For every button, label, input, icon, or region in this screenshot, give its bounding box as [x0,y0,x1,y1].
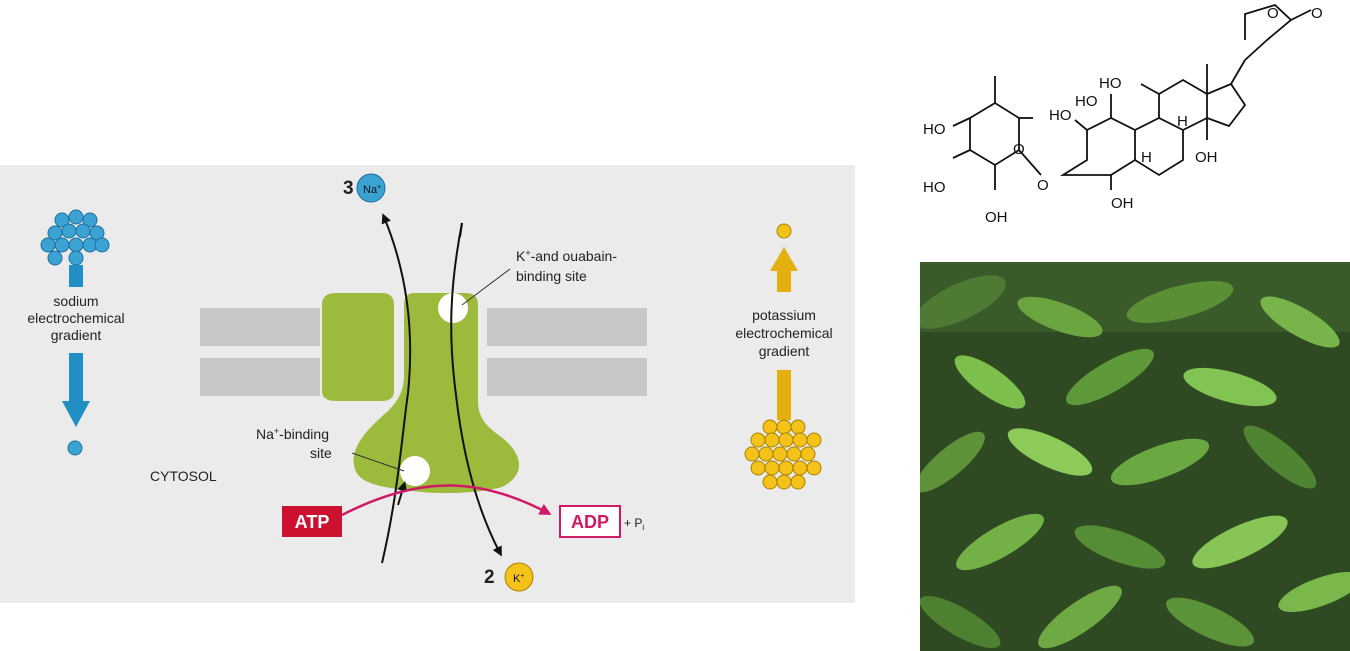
atom-o-carbonyl: O [1311,5,1323,22]
na-ion-symbol: Na+ [363,184,381,196]
na-binding-site-leader [351,452,405,472]
potassium-gradient-label-line3: gradient [759,343,810,359]
cell-membrane [200,308,647,396]
potassium-ion-cluster [744,419,822,490]
na-binding-site-label-line2: site [310,445,332,461]
sodium-gradient-down-arrow [62,353,90,427]
atp-label: ATP [295,512,330,532]
sodium-transport-arrow [381,213,412,564]
k-binding-site-label-line2: binding site [516,268,587,284]
structure-bonds [952,3,1312,190]
atom-ho-2: HO [923,179,946,196]
atom-oh-3: OH [1195,149,1218,166]
potassium-gradient-up-arrow [770,247,798,292]
pump-diagram-svg: sodium electrochemical gradient 3 Na+ 2 … [27,173,833,592]
potassium-gradient-label-line1: potassium [752,307,816,323]
na-ion-circle [356,173,386,203]
na-count: 3 [343,178,354,199]
k-count: 2 [484,567,495,588]
plant-photo [920,262,1350,651]
potassium-gradient-label-line2: electrochemical [735,325,832,341]
ouabain-chemical-structure: HO HO HO HO HO OH OH OH H H O O O O [923,3,1323,226]
cytosol-label: CYTOSOL [150,468,217,484]
sodium-gradient-label-line3: gradient [51,327,102,343]
na-binding-site [400,456,430,486]
k-ion-circle [504,562,534,592]
sodium-gradient-arrow-shaft-top [69,265,83,287]
pump-protein-main-subunit [353,293,520,494]
potassium-ion-single [776,223,792,239]
atom-o-link: O [1037,177,1049,194]
atp-box [282,506,342,537]
atom-oh-2: OH [1111,195,1134,212]
potassium-transport-arrow [450,222,502,557]
atom-ho-5: HO [1099,75,1122,92]
k-ouabain-binding-site [438,293,468,323]
atom-ho-3: HO [1049,107,1072,124]
atom-h-1: H [1177,113,1188,130]
pump-protein-left-subunit [322,293,394,401]
sodium-ion-cluster [40,209,110,266]
adp-label: ADP [571,512,609,532]
pi-label: + Pi [624,516,644,532]
foliage [920,275,1350,649]
na-entry-arrow [397,481,408,506]
atom-h-2: H [1141,149,1152,166]
atom-ho-1: HO [923,121,946,138]
potassium-gradient-arrow-shaft-bottom [777,370,791,420]
sodium-gradient-label-line1: sodium [53,293,98,309]
k-binding-site-leader [461,268,511,306]
k-site-pointer-arrow [459,222,463,238]
adp-box [559,505,621,538]
na-binding-site-label-line1: Na+-binding [256,426,329,442]
k-ion-symbol: K+ [513,573,524,585]
sodium-ion-single [67,440,83,456]
k-binding-site-label-line1: K+-and ouabain- [516,248,617,264]
sodium-potassium-pump-diagram: sodium electrochemical gradient 3 Na+ 2 … [0,165,855,603]
atom-o-ring: O [1013,141,1025,158]
atom-oh-1: OH [985,209,1008,226]
atom-ho-4: HO [1075,93,1098,110]
atp-to-adp-arrow [341,484,552,517]
sodium-gradient-label-line2: electrochemical [27,310,124,326]
atom-o-lactone: O [1267,5,1279,22]
